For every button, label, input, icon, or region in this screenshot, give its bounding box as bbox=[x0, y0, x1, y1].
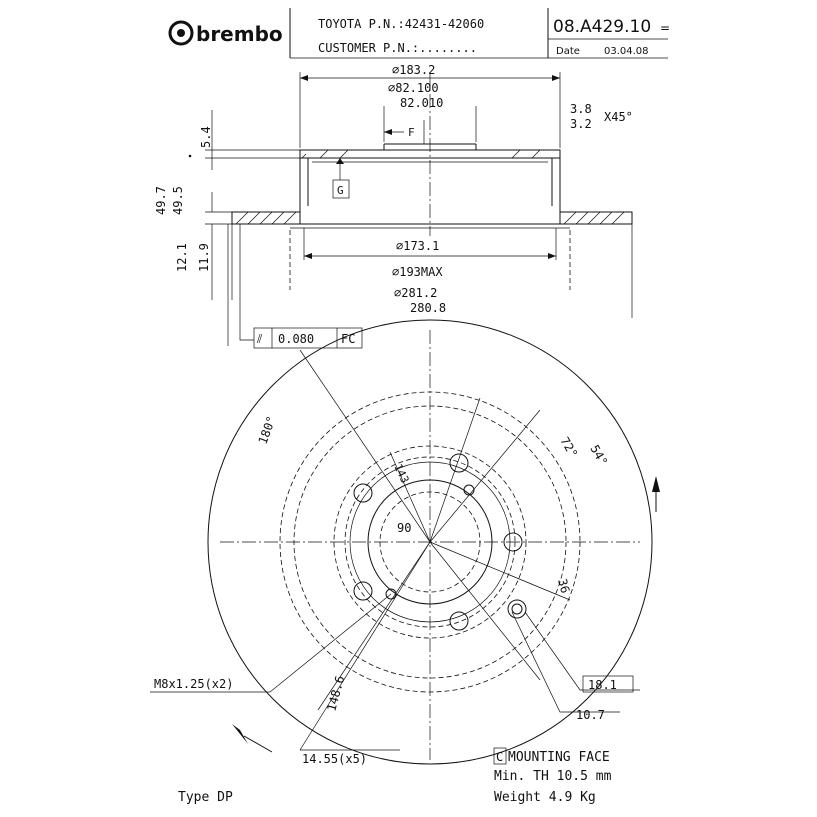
brand-name: brembo bbox=[196, 22, 283, 46]
dim-10-7: 10.7 bbox=[576, 708, 605, 722]
chamfer-3-8: 3.8 bbox=[570, 102, 592, 116]
rotation-arrow-icon bbox=[652, 476, 660, 492]
section-hatching bbox=[235, 149, 625, 225]
threaded-hole bbox=[385, 588, 397, 600]
date-label: Date bbox=[556, 46, 580, 57]
dim-11-9: 11.9 bbox=[197, 243, 211, 272]
angle-90: 90 bbox=[397, 521, 411, 535]
bolt-hole bbox=[503, 532, 523, 552]
min-thickness-note: Min. TH 10.5 mm bbox=[494, 769, 612, 784]
threaded-hole bbox=[507, 599, 527, 619]
threaded-holes bbox=[385, 484, 527, 619]
bolt-hole bbox=[449, 453, 469, 473]
bolt-hole bbox=[353, 581, 373, 601]
angle-180: 180° bbox=[256, 414, 279, 446]
weight-note: Weight 4.9 Kg bbox=[494, 790, 596, 805]
disc-outer-edge bbox=[207, 319, 653, 765]
notes-block: C MOUNTING FACE Min. TH 10.5 mm Weight 4… bbox=[178, 747, 612, 805]
dim-diam-82-max: ⌀82.100 bbox=[388, 81, 439, 95]
disc-profile bbox=[231, 143, 633, 229]
type-note: Type DP bbox=[178, 790, 233, 805]
thread-spec: M8x1.25(x2) bbox=[154, 677, 233, 691]
rotation-arrow-icon bbox=[232, 724, 248, 744]
dim-diam-82-min: 82.010 bbox=[400, 96, 443, 110]
bolt-hole-diameter: 14.55(x5) bbox=[302, 752, 367, 766]
brembo-logo: brembo bbox=[168, 20, 283, 46]
brembo-part-number: 08.A429.10 bbox=[553, 17, 651, 37]
dim-diam-193-max: ⌀193MAX bbox=[392, 265, 443, 279]
front-view: 180° 72° 54° 90 143 36 148.6 M8x1.25(x2)… bbox=[150, 319, 660, 766]
mounting-face-symbol: C bbox=[496, 750, 503, 764]
threaded-hole bbox=[511, 603, 523, 615]
date-value: 03.04.08 bbox=[604, 46, 649, 57]
wheel-bolt-holes bbox=[353, 453, 523, 631]
angle-72: 72° bbox=[557, 435, 580, 461]
customer-part-number: CUSTOMER P.N.:........ bbox=[318, 41, 477, 55]
section-view: ⌀183.2 ⌀82.100 82.010 F 3.8 3.2 X45° G 5… bbox=[154, 63, 633, 349]
tolerance-symbol: ⫽ bbox=[256, 332, 263, 346]
dim-diam-281-min: 280.8 bbox=[410, 301, 446, 315]
pcd-148-6: 148.6 bbox=[324, 674, 347, 713]
chamfer-3-2: 3.2 bbox=[570, 117, 592, 131]
bolt-hole bbox=[353, 483, 373, 503]
dim-diam-281-max: ⌀281.2 bbox=[394, 286, 437, 300]
dim-49-5: 49.5 bbox=[171, 186, 185, 215]
angle-36: 36 bbox=[555, 577, 572, 595]
dim-diam-183: ⌀183.2 bbox=[392, 63, 435, 77]
datum-g: G bbox=[337, 184, 344, 197]
part-suffix: = bbox=[660, 21, 670, 35]
dim-diam-173: ⌀173.1 bbox=[396, 239, 439, 253]
tolerance-frame: ⫽ 0.080 FC bbox=[227, 224, 363, 349]
oem-part-number: TOYOTA P.N.:42431-42060 bbox=[318, 17, 484, 31]
angle-54: 54° bbox=[587, 443, 610, 469]
datum-f: F bbox=[408, 126, 415, 139]
dim-12-1: 12.1 bbox=[175, 243, 189, 272]
dim-5-4: 5.4 bbox=[199, 126, 213, 148]
title-block: brembo TOYOTA P.N.:42431-42060 CUSTOMER … bbox=[168, 8, 670, 59]
tolerance-value: 0.080 bbox=[278, 332, 314, 346]
dim-49-7: 49.7 bbox=[154, 186, 168, 215]
bolt-hole bbox=[449, 611, 469, 631]
tolerance-reference: FC bbox=[341, 332, 355, 346]
dim-18-1: 18.1 bbox=[588, 678, 617, 692]
chamfer-angle: X45° bbox=[604, 110, 633, 124]
mounting-face-note: MOUNTING FACE bbox=[508, 750, 610, 765]
